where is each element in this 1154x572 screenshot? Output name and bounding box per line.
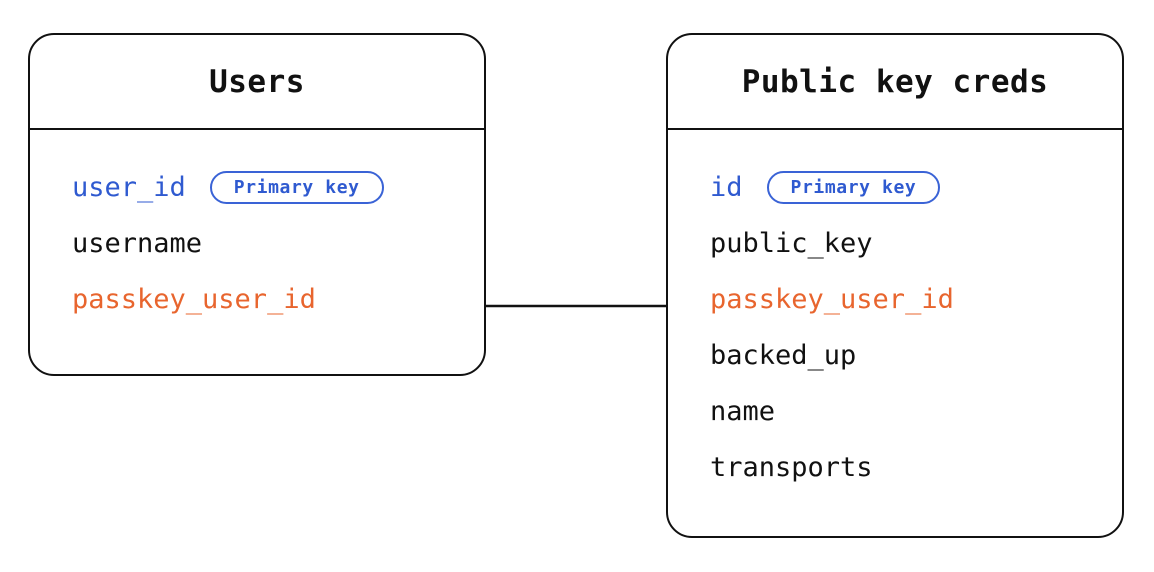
entity-box-users[interactable]: Users user_id Primary key username passk… [28,33,486,376]
field-label-user-id: user_id [72,171,186,203]
field-label-username: username [72,227,203,259]
entity-box-public-key-creds[interactable]: Public key creds id Primary key public_k… [666,33,1124,538]
field-row-id[interactable]: id Primary key [668,159,1122,215]
field-row-public-key[interactable]: public_key [668,215,1122,271]
field-row-passkey-user-id[interactable]: passkey_user_id [30,271,484,327]
primary-key-badge: Primary key [209,170,384,204]
field-label-public-key: public_key [710,227,873,259]
primary-key-badge: Primary key [766,170,941,204]
entity-field-list-public-key-creds: id Primary key public_key passkey_user_i… [668,130,1122,495]
field-label-passkey-user-id: passkey_user_id [72,283,316,315]
field-label-transports: transports [710,451,873,483]
field-label-backed-up: backed_up [710,339,857,371]
field-row-username[interactable]: username [30,215,484,271]
field-row-passkey-user-id[interactable]: passkey_user_id [668,271,1122,327]
entity-title-users: Users [30,35,484,130]
field-row-name[interactable]: name [668,383,1122,439]
entity-field-list-users: user_id Primary key username passkey_use… [30,130,484,327]
field-row-backed-up[interactable]: backed_up [668,327,1122,383]
entity-title-public-key-creds: Public key creds [668,35,1122,130]
field-label-id: id [710,171,743,203]
field-row-transports[interactable]: transports [668,439,1122,495]
field-label-passkey-user-id: passkey_user_id [710,283,954,315]
field-row-user-id[interactable]: user_id Primary key [30,159,484,215]
field-label-name: name [710,395,776,427]
